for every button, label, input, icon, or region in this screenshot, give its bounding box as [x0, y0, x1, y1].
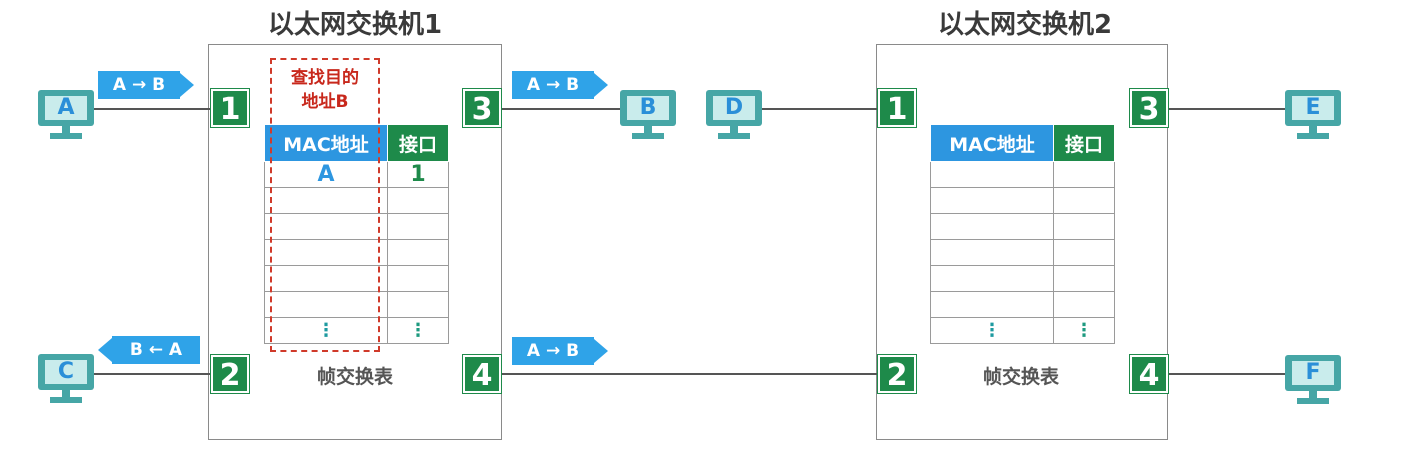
- switch1-frame-table: MAC地址 接口 A 1 ⋮ ⋮: [264, 124, 449, 344]
- frame-arrow-right-icon: [594, 339, 608, 363]
- switch2-header-mac: MAC地址: [930, 124, 1054, 162]
- frame-a-to-b-at-port3: A → B: [512, 71, 594, 99]
- host-b-label: B: [627, 96, 669, 120]
- host-e-label: E: [1292, 96, 1334, 120]
- switch1-port-ellipsis: ⋮: [387, 317, 449, 344]
- host-d-label: D: [713, 96, 755, 120]
- wire-port4-sw2port2: [500, 373, 878, 375]
- table-row: [264, 213, 449, 240]
- switch2-frame-table: MAC地址 接口 ⋮ ⋮: [930, 124, 1115, 344]
- frame-arrow-right-icon: [594, 73, 608, 97]
- switch2-port-2: 2: [878, 355, 916, 393]
- switch1-port-2: 2: [211, 355, 249, 393]
- frame-arrow-right-icon: [180, 73, 194, 97]
- wire-sw2port3-e: [1166, 108, 1286, 110]
- switch1-port-3: 3: [463, 89, 501, 127]
- switch2-port-4: 4: [1130, 355, 1168, 393]
- switch1-title: 以太网交换机1: [267, 10, 443, 40]
- switch2-port-3: 3: [1130, 89, 1168, 127]
- host-a-computer-icon: A: [38, 90, 94, 142]
- frame-a-to-b-at-a: A → B: [98, 71, 180, 99]
- switch2-mac-ellipsis: ⋮: [930, 317, 1054, 344]
- switch1-row1-port: 1: [387, 161, 449, 188]
- frame-b-from-a-at-c: B ← A: [112, 336, 200, 364]
- table-row: [930, 239, 1115, 266]
- table-row: A 1: [264, 161, 449, 188]
- switch1-table-caption: 帧交换表: [316, 366, 393, 388]
- lookup-note-line2: 地址B: [301, 92, 349, 112]
- lookup-note: 查找目的 地址B: [270, 66, 380, 114]
- table-row: ⋮ ⋮: [264, 317, 449, 344]
- switch1-mac-ellipsis: ⋮: [264, 317, 388, 344]
- host-c-label: C: [45, 360, 87, 384]
- table-row: [264, 239, 449, 266]
- table-row: [930, 161, 1115, 188]
- lookup-note-line1: 查找目的: [291, 68, 359, 88]
- wire-c-port2: [93, 373, 210, 375]
- wire-sw2port4-f: [1166, 373, 1286, 375]
- host-f-computer-icon: F: [1285, 355, 1341, 407]
- wire-d-sw2port1: [762, 108, 878, 110]
- switch2-header-port: 接口: [1053, 124, 1115, 162]
- frame-arrow-left-icon: [98, 338, 112, 362]
- table-row: [264, 187, 449, 214]
- switch2-table-caption: 帧交换表: [982, 366, 1059, 388]
- host-f-label: F: [1292, 361, 1334, 385]
- table-row: [930, 213, 1115, 240]
- lookup-highlight-box: [270, 58, 380, 352]
- host-e-computer-icon: E: [1285, 90, 1341, 142]
- wire-a-port1: [93, 108, 210, 110]
- host-b-computer-icon: B: [620, 90, 676, 142]
- switch1-port-4: 4: [463, 355, 501, 393]
- switch2-title: 以太网交换机2: [937, 10, 1113, 40]
- switch1-row1-mac: A: [264, 161, 388, 188]
- host-d-computer-icon: D: [706, 90, 762, 142]
- host-a-label: A: [45, 96, 87, 120]
- table-row: [930, 187, 1115, 214]
- switch2-port-1: 1: [878, 89, 916, 127]
- host-c-computer-icon: C: [38, 354, 94, 406]
- wire-port3-b: [500, 108, 622, 110]
- table-row: [264, 265, 449, 292]
- table-row: [930, 291, 1115, 318]
- switch1-port-1: 1: [211, 89, 249, 127]
- table-row: ⋮ ⋮: [930, 317, 1115, 344]
- table-row: [930, 265, 1115, 292]
- switch1-header-port: 接口: [387, 124, 449, 162]
- table-row: [264, 291, 449, 318]
- switch2-port-ellipsis: ⋮: [1053, 317, 1115, 344]
- frame-a-to-b-at-port4: A → B: [512, 337, 594, 365]
